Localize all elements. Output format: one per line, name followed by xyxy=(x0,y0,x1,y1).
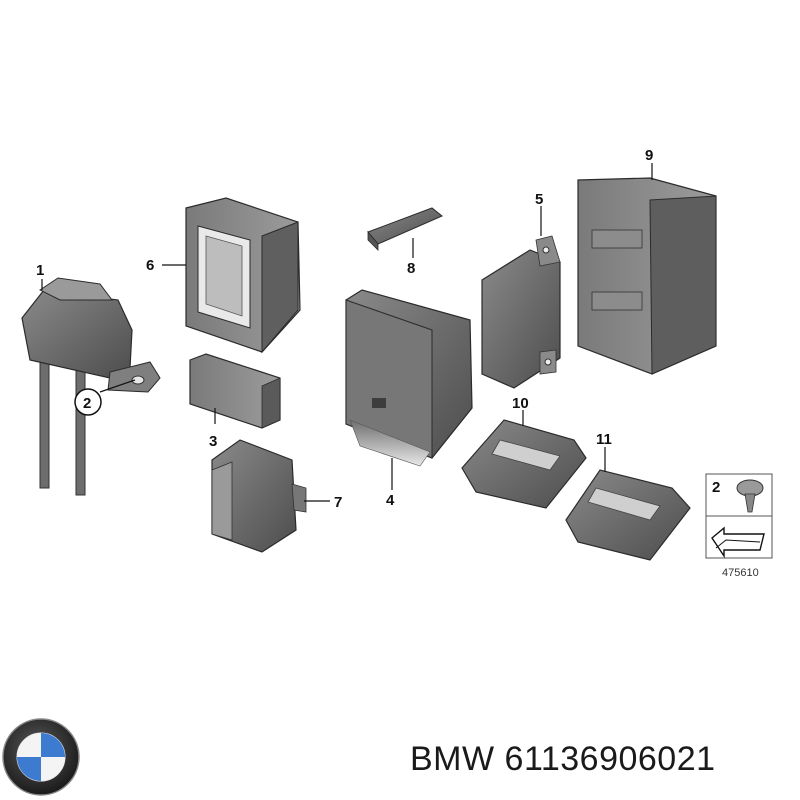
part-5-side-connector xyxy=(481,235,561,389)
part-3-connector-block xyxy=(189,353,281,429)
callout-6: 6 xyxy=(146,257,154,274)
part-1-bracket xyxy=(21,277,161,496)
callout-4: 4 xyxy=(386,492,395,509)
callout-3: 3 xyxy=(209,433,217,450)
part-7-plug xyxy=(211,439,307,553)
part-6-frame xyxy=(185,197,301,354)
callout-9: 9 xyxy=(645,147,653,164)
arrow-icon xyxy=(711,526,765,559)
part-number: 61136906021 xyxy=(504,740,716,778)
legend-box: 2 xyxy=(705,473,773,559)
callout-5: 5 xyxy=(535,191,543,208)
callout-7: 7 xyxy=(334,494,342,511)
part-8-connector xyxy=(367,207,443,251)
part-9-block xyxy=(577,177,717,375)
callout-11: 11 xyxy=(596,431,612,448)
part-10-clip xyxy=(461,419,587,509)
legend-number: 2 xyxy=(712,479,720,496)
callout-8: 8 xyxy=(407,260,415,277)
part-11-clip xyxy=(565,469,691,561)
part-number-label: BMW 61136906021 xyxy=(410,740,716,779)
callout-1: 1 xyxy=(36,262,44,279)
callout-10: 10 xyxy=(512,395,529,412)
screw-icon xyxy=(736,479,764,513)
part-brand: BMW xyxy=(410,740,495,778)
leader-lines xyxy=(41,163,653,502)
bmw-logo xyxy=(2,718,80,796)
part-4-housing xyxy=(345,289,473,467)
diagram-code: 475610 xyxy=(722,567,759,579)
callout-2: 2 xyxy=(83,395,91,412)
